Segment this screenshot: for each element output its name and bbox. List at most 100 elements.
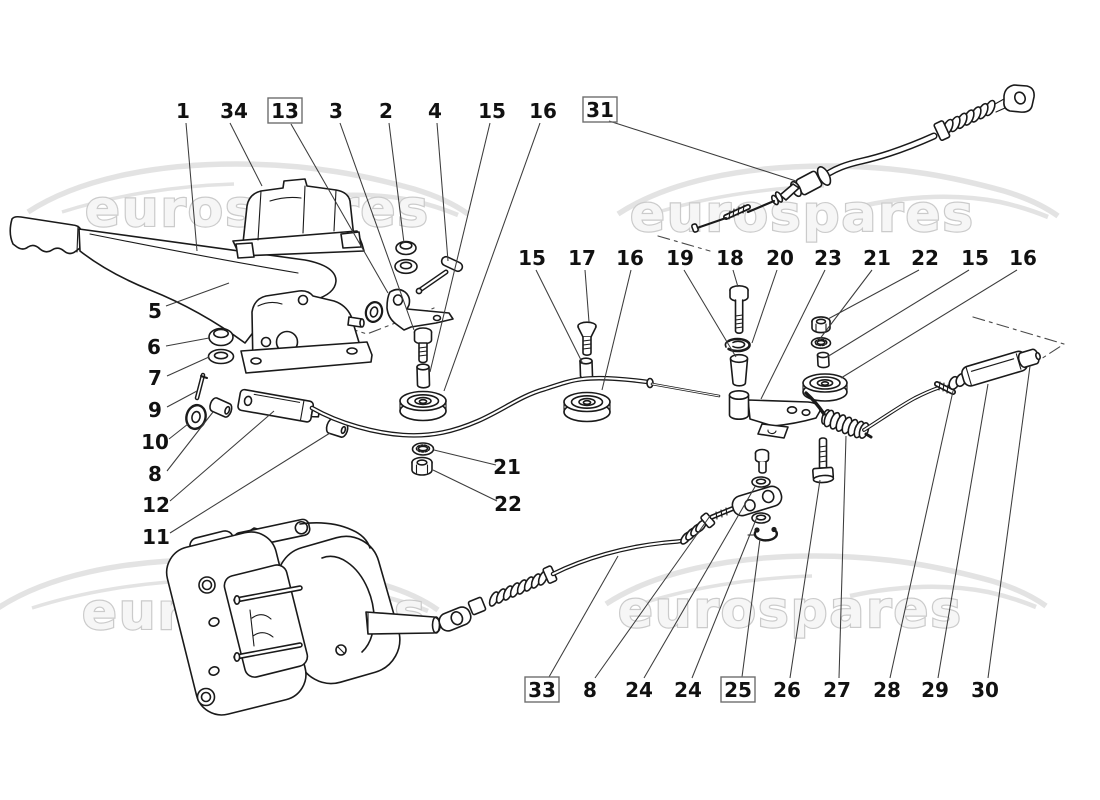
right-cable [804,386,940,432]
yoke-pin [754,448,770,474]
bracket-bolt-18 [729,284,749,334]
part-label-16-27: 16 [1009,246,1037,270]
part-label-34-1: 34 [220,99,248,123]
label-number: 23 [814,246,842,270]
leader-line-6 [165,337,210,347]
leader-line-29 [937,383,989,679]
label-number: 29 [921,678,949,702]
part-label-31-8: 31 [582,96,618,123]
leader-line-31 [608,120,797,182]
split-pin [194,372,208,401]
yoke-washer-lower [751,512,771,524]
label-number: 1 [176,99,190,123]
part-label-4-5: 4 [428,99,442,123]
lock-nut [395,240,417,256]
leader-line-21 [433,449,497,466]
part-label-13-2: 13 [267,97,303,124]
part-label-26-35: 26 [773,678,801,702]
part-label-6-10: 6 [147,335,161,359]
label-number: 10 [141,430,169,454]
part-label-22-25: 22 [911,246,939,270]
label-number: 26 [773,678,801,702]
label-number: 16 [616,246,644,270]
label-number: 6 [147,335,161,359]
label-number: 4 [428,99,442,123]
part-label-3-3: 3 [329,99,343,123]
leader-line-2 [388,122,405,244]
bolt-26 [812,437,835,484]
label-number: 21 [493,455,521,479]
hex-nut-22b [811,316,831,334]
part-label-28-37: 28 [873,678,901,702]
part-label-21-28: 21 [493,455,521,479]
pivot-nut [208,327,234,347]
label-number: 21 [863,246,891,270]
caliper-pad-pins [233,585,303,662]
leader-line-21 [818,269,873,341]
label-box [524,676,560,703]
yoke-washer-upper [751,476,771,488]
cable-bracket-23 [728,389,821,439]
leader-line-33 [548,555,619,678]
leader-line-17 [584,269,590,323]
label-number: 18 [716,246,744,270]
leader-line-25 [741,538,761,678]
pulley1-bolt [413,327,433,364]
leader-line-11 [169,432,331,534]
part-label-2-4: 2 [379,99,393,123]
label-number: 27 [823,678,851,702]
cable-adjuster-ribs [680,519,707,545]
label-number: 5 [148,299,162,323]
caliper-pad-spring [249,609,274,647]
leader-line-34 [229,122,263,187]
leader-line-30 [987,365,1031,679]
bracket-bushing [364,301,384,323]
pivot-washer [207,348,235,365]
part-label-8-14: 8 [148,462,162,486]
leader-line-5 [165,282,230,307]
watermark-2: eurospares [616,163,1060,244]
part-label-10-13: 10 [141,430,169,454]
leader-line-1 [185,122,198,252]
part-label-22-29: 22 [494,492,522,516]
part-label-5-9: 5 [148,299,162,323]
label-number: 22 [911,246,939,270]
part-label-1-0: 1 [176,99,190,123]
front-handbrake-cable [691,84,1035,233]
watermark-text: eurospares [618,581,963,639]
part-label-15-6: 15 [478,99,506,123]
label-number: 9 [148,398,162,422]
part-label-30-39: 30 [971,678,999,702]
leader-line-7 [166,356,210,377]
leader-line-24 [643,484,757,679]
leader-line-8 [166,411,214,472]
leader-line-22 [827,269,920,320]
label-number: 13 [271,99,299,123]
label-number: 19 [666,246,694,270]
label-box [267,97,303,124]
lever-pivot-housing [240,290,373,374]
leader-line-12 [169,410,275,502]
leader-line-15 [826,269,970,358]
part-label-16-19: 16 [616,246,644,270]
hex-nut-mid [411,456,433,476]
part-label-27-36: 27 [823,678,851,702]
leader-line-27 [838,435,847,679]
bushing-left [209,397,233,418]
watermark-4: eurospares [604,553,1048,640]
rear-handbrake-cable [438,505,737,632]
part-label-18-21: 18 [716,246,744,270]
leader-line-9 [166,390,198,408]
part-label-12-15: 12 [142,493,170,517]
label-box [720,676,756,703]
cable-adjuster [934,348,1041,395]
lever-grip [9,215,82,255]
leader-line-4 [436,122,449,262]
serrated-washer-mid [411,442,435,456]
leader-lines [165,120,1031,679]
caliper-actuator-shaft [365,611,441,635]
flat-washer [394,258,418,275]
part-label-11-16: 11 [142,525,170,549]
